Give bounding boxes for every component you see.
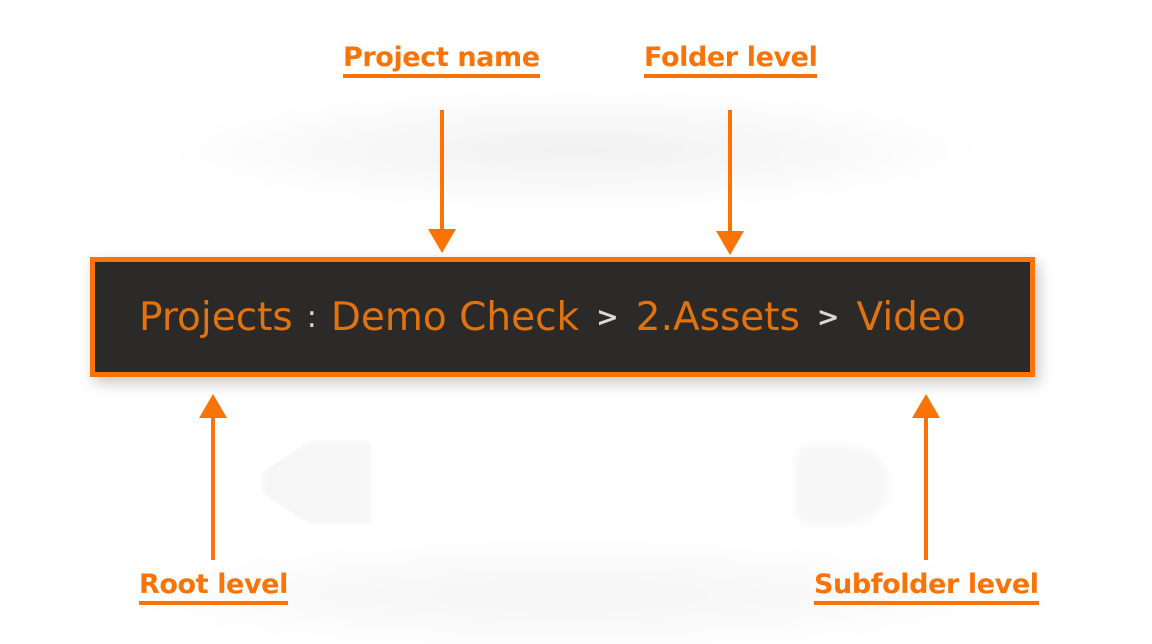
- background-ghost-shape-right: [795, 445, 890, 525]
- breadcrumb-separator-chevron-right-icon: >: [596, 301, 619, 333]
- annotation-label-project-name-text: Project name: [343, 44, 540, 78]
- annotation-label-subfolder-level-text: Subfolder level: [814, 571, 1039, 605]
- breadcrumb-item-project[interactable]: Demo Check: [330, 294, 580, 340]
- annotation-label-folder-level-text: Folder level: [644, 44, 818, 78]
- annotation-arrow-root-level: [199, 394, 227, 560]
- arrow-shaft: [440, 110, 444, 233]
- breadcrumb-bar: Projects : Demo Check > 2.Assets > Video: [90, 257, 1035, 377]
- annotation-label-folder-level: Folder level: [644, 44, 818, 78]
- arrow-shaft: [728, 110, 732, 235]
- arrow-head-up-icon: [912, 394, 940, 418]
- arrow-shaft: [924, 414, 928, 560]
- arrow-shaft: [211, 414, 215, 560]
- background-ghost-shape-left: [262, 440, 372, 525]
- arrow-head-up-icon: [199, 394, 227, 418]
- annotation-label-subfolder-level: Subfolder level: [814, 571, 1039, 605]
- breadcrumb-separator-chevron-right-icon: >: [816, 301, 840, 333]
- annotation-label-root-level-text: Root level: [139, 571, 288, 605]
- background-blur-top: [170, 90, 980, 210]
- breadcrumb-item-root[interactable]: Projects: [139, 294, 293, 340]
- breadcrumb: Projects : Demo Check > 2.Assets > Video: [95, 298, 966, 337]
- arrow-head-down-icon: [428, 229, 456, 253]
- annotation-label-project-name: Project name: [343, 44, 540, 78]
- arrow-head-down-icon: [716, 231, 744, 255]
- breadcrumb-item-subfolder[interactable]: Video: [856, 294, 966, 340]
- annotation-label-root-level: Root level: [139, 571, 288, 605]
- breadcrumb-separator-colon: :: [306, 299, 317, 335]
- annotation-arrow-project-name: [428, 110, 456, 253]
- annotation-arrow-subfolder-level: [912, 394, 940, 560]
- annotation-arrow-folder-level: [716, 110, 744, 255]
- breadcrumb-item-folder[interactable]: 2.Assets: [635, 294, 800, 340]
